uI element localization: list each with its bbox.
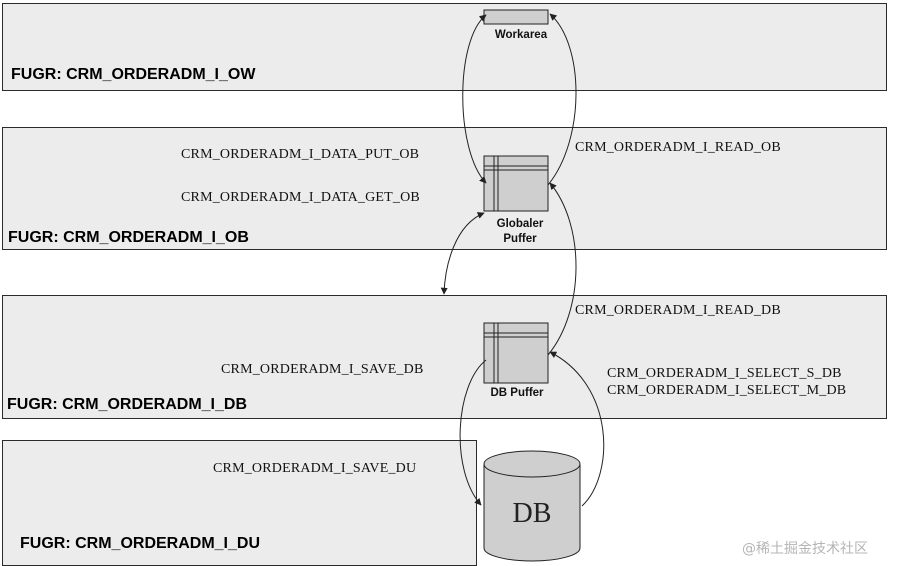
- layer-title-db: FUGR: CRM_ORDERADM_I_DB: [7, 396, 248, 413]
- fn-save-db: CRM_ORDERADM_I_SAVE_DB: [221, 362, 424, 377]
- fn-select-m-db: CRM_ORDERADM_I_SELECT_M_DB: [607, 383, 847, 398]
- fn-data-get-ob: CRM_ORDERADM_I_DATA_GET_OB: [181, 190, 420, 205]
- global-buffer-label-line1: Globaler: [496, 218, 544, 230]
- global-buffer-label-line2: Puffer: [503, 233, 537, 245]
- fn-select-s-db: CRM_ORDERADM_I_SELECT_S_DB: [607, 366, 842, 381]
- fn-save-du: CRM_ORDERADM_I_SAVE_DU: [213, 461, 417, 476]
- layer-title-du: FUGR: CRM_ORDERADM_I_DU: [20, 535, 261, 552]
- watermark: @稀土掘金技术社区: [742, 541, 868, 557]
- layer-db: [2, 295, 887, 419]
- layer-ow: [2, 3, 887, 91]
- layer-du: [2, 440, 477, 566]
- layer-title-ow: FUGR: CRM_ORDERADM_I_OW: [11, 66, 256, 83]
- workarea-label: Workarea: [494, 29, 548, 41]
- fn-read-ob: CRM_ORDERADM_I_READ_OB: [575, 140, 781, 155]
- db-buffer-label: DB Puffer: [490, 387, 544, 399]
- layer-title-ob: FUGR: CRM_ORDERADM_I_OB: [8, 229, 249, 246]
- database-label: DB: [512, 498, 552, 529]
- fn-data-put-ob: CRM_ORDERADM_I_DATA_PUT_OB: [181, 147, 420, 162]
- fn-read-db: CRM_ORDERADM_I_READ_DB: [575, 303, 781, 318]
